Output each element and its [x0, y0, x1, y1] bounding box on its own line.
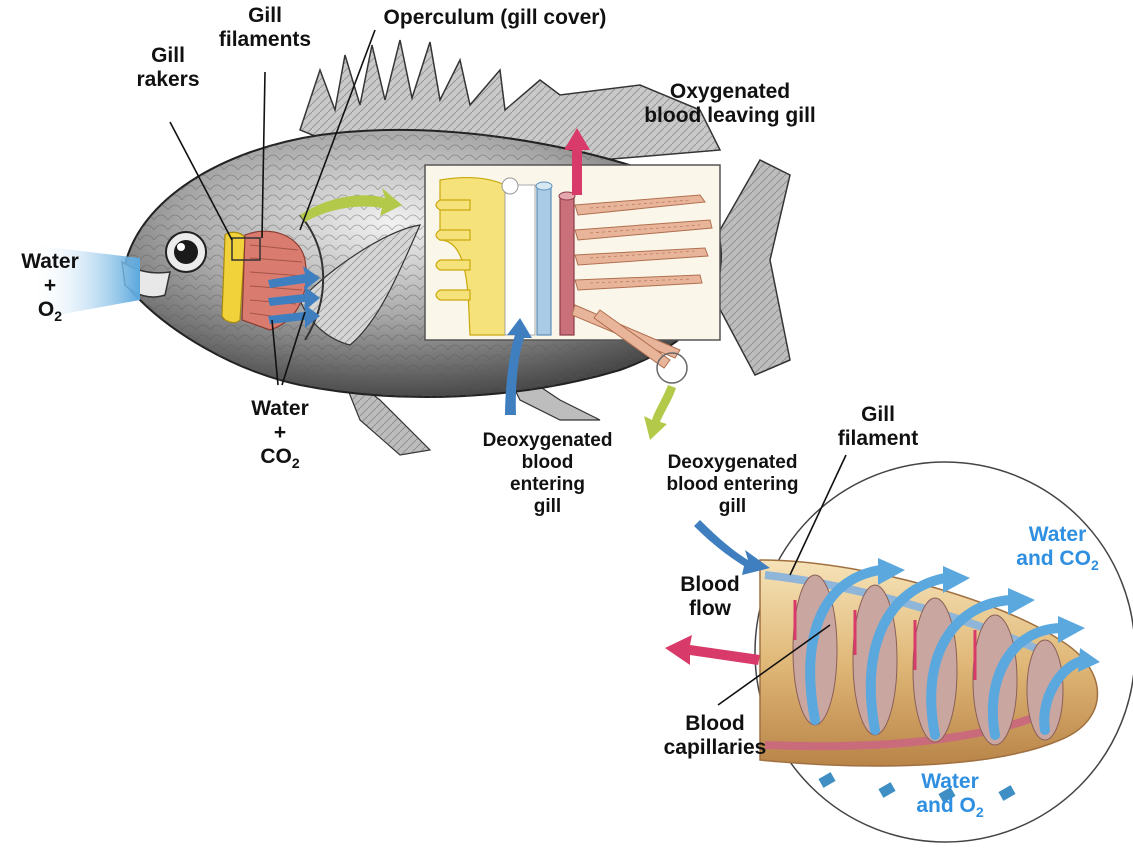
gill-filament-label: Gill filament — [818, 403, 938, 451]
deoxygenated-arrow-filament — [694, 520, 770, 575]
water-co2-out-label: Water + CO2 — [235, 397, 325, 475]
oxygenated-blood-label: Oxygenated blood leaving gill — [610, 80, 850, 128]
gill-filaments-label: Gill filaments — [210, 4, 320, 52]
gill-rakers-label: Gill rakers — [128, 44, 208, 92]
deoxygenated-blood-label-right: Deoxygenated blood entering gill — [645, 452, 820, 518]
green-arrow-to-circle — [644, 385, 676, 440]
water-and-co2-label: Water and CO2 — [990, 523, 1125, 577]
water-o2-in-label: Water + O2 — [10, 250, 90, 328]
blood-flow-arrow — [665, 635, 760, 665]
eye — [166, 232, 206, 272]
operculum-label: Operculum (gill cover) — [345, 6, 645, 30]
blood-flow-label: Blood flow — [660, 573, 760, 621]
filament-zoom-marker — [657, 353, 687, 383]
deoxygenated-blood-label-left: Deoxygenated blood entering gill — [460, 430, 635, 518]
water-and-o2-label: Water and O2 — [890, 770, 1010, 824]
blood-capillaries-label: Blood capillaries — [645, 712, 785, 760]
